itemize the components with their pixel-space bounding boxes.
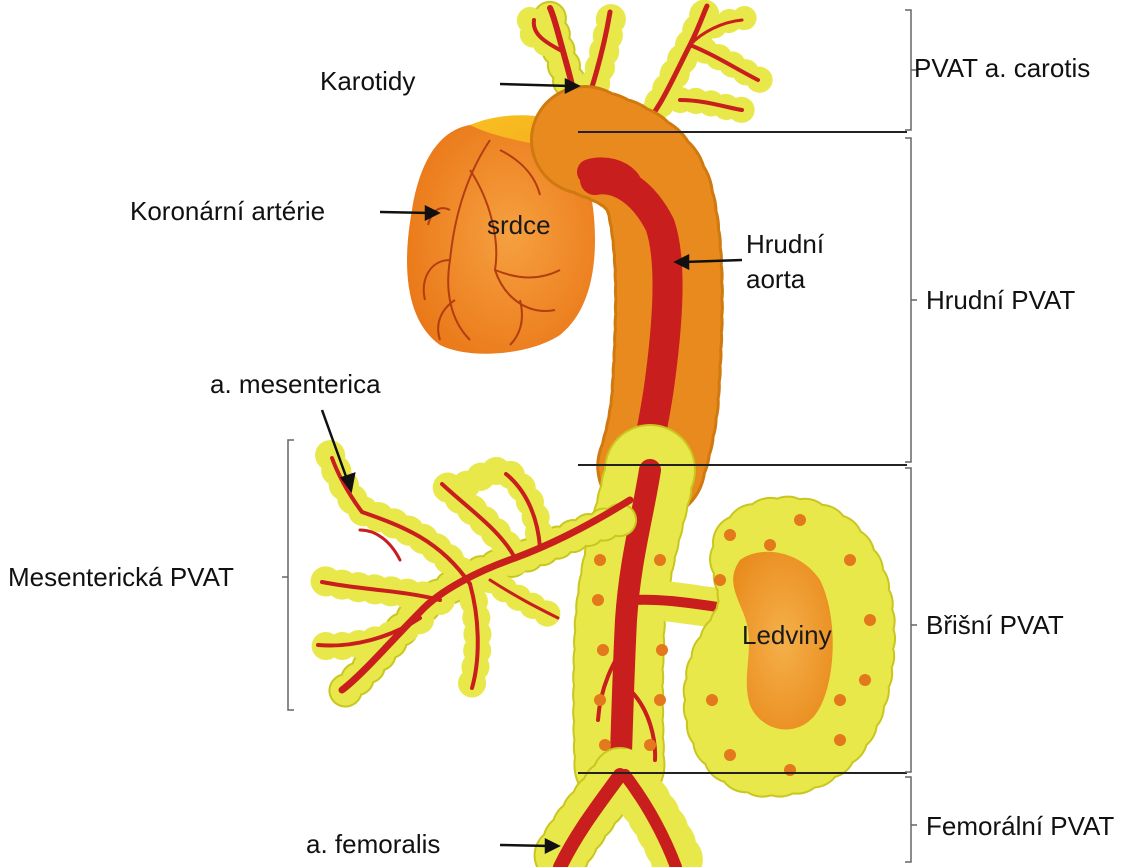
- bracket-abdominal: [905, 468, 917, 772]
- label-a-mesenterica: a. mesenterica: [210, 369, 381, 399]
- label-ledviny: Ledviny: [742, 620, 832, 651]
- bracket-thoracic: [905, 138, 917, 462]
- arrow-femoralis: [500, 845, 550, 846]
- bracket-mesenteric: [282, 440, 294, 710]
- label-hrudni-aorta-line2: aorta: [746, 264, 805, 294]
- label-karotidy: Karotidy: [320, 66, 415, 96]
- region-label-carotis: PVAT a. carotis: [914, 53, 1090, 83]
- label-srdce: srdce: [487, 210, 551, 241]
- arrow-koronarni: [380, 212, 430, 213]
- region-label-brisni: Břišní PVAT: [926, 610, 1064, 640]
- bracket-femoral: [905, 777, 917, 862]
- label-a-femoralis: a. femoralis: [306, 829, 440, 859]
- region-label-femoralni: Femorální PVAT: [926, 811, 1114, 841]
- label-koronarni-arterie: Koronární artérie: [130, 196, 325, 226]
- region-label-hrudni: Hrudní PVAT: [926, 285, 1075, 315]
- region-label-mesentericka: Mesenterická PVAT: [8, 562, 234, 592]
- label-hrudni-aorta-line1: Hrudní: [746, 229, 824, 259]
